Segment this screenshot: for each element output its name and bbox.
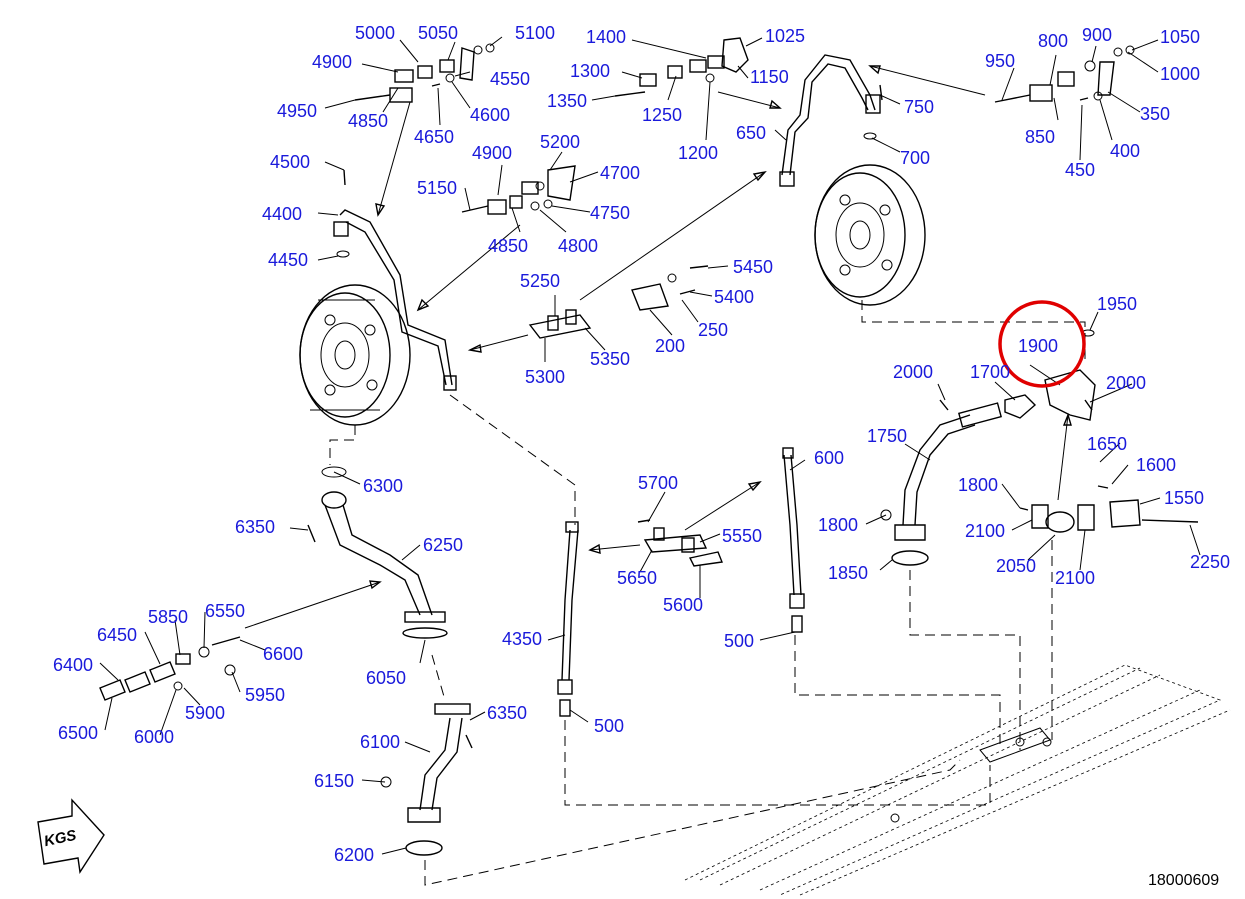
callout-5950[interactable]: 5950 (245, 685, 286, 705)
callout-5150[interactable]: 5150 (417, 178, 458, 198)
callout-4600[interactable]: 4600 (470, 105, 511, 125)
callout-5550[interactable]: 5550 (722, 526, 763, 546)
callout-5700[interactable]: 5700 (638, 473, 679, 493)
kgs-direction-badge (37, 798, 105, 874)
callout-6250[interactable]: 6250 (423, 535, 464, 555)
callout-4900-mid[interactable]: 4900 (472, 143, 513, 163)
callout-400[interactable]: 400 (1110, 141, 1141, 161)
callout-4650[interactable]: 4650 (414, 127, 455, 147)
callout-4800[interactable]: 4800 (558, 236, 599, 256)
callout-5050[interactable]: 5050 (418, 23, 459, 43)
callout-5850[interactable]: 5850 (148, 607, 189, 627)
callout-4750[interactable]: 4750 (590, 203, 631, 223)
callout-4350[interactable]: 4350 (502, 629, 543, 649)
leader-lines (99, 36, 1201, 855)
callout-5350[interactable]: 5350 (590, 349, 631, 369)
callout-6350-lower[interactable]: 6350 (487, 703, 528, 723)
callout-6450[interactable]: 6450 (97, 625, 138, 645)
callout-6150[interactable]: 6150 (314, 771, 355, 791)
callout-700[interactable]: 700 (900, 148, 931, 168)
callout-4950[interactable]: 4950 (277, 101, 318, 121)
callout-6300[interactable]: 6300 (363, 476, 404, 496)
callout-4500[interactable]: 4500 (270, 152, 311, 172)
callout-6100[interactable]: 6100 (360, 732, 401, 752)
callout-6050[interactable]: 6050 (366, 668, 407, 688)
callout-2100-right[interactable]: 2100 (1055, 568, 1096, 588)
callout-900[interactable]: 900 (1082, 25, 1113, 45)
callout-5450[interactable]: 5450 (733, 257, 774, 277)
callout-750[interactable]: 750 (904, 97, 935, 117)
callout-1025[interactable]: 1025 (765, 26, 806, 46)
callout-4850-mid[interactable]: 4850 (488, 236, 529, 256)
callout-1750[interactable]: 1750 (867, 426, 908, 446)
callout-6500[interactable]: 6500 (58, 723, 99, 743)
callout-450[interactable]: 450 (1065, 160, 1096, 180)
left-fan-clutch (299, 284, 411, 426)
frame-rail (684, 664, 1231, 896)
callout-2000-left[interactable]: 2000 (893, 362, 934, 382)
callout-2000-right[interactable]: 2000 (1106, 373, 1147, 393)
callout-1950[interactable]: 1950 (1097, 294, 1138, 314)
callout-1400[interactable]: 1400 (586, 27, 627, 47)
callout-4850[interactable]: 4850 (348, 111, 389, 131)
callout-5100[interactable]: 5100 (515, 23, 556, 43)
hidden-lines (329, 300, 1086, 886)
callout-5200[interactable]: 5200 (540, 132, 581, 152)
flow-arrows (244, 65, 1072, 629)
callout-1650[interactable]: 1650 (1087, 434, 1128, 454)
callout-2050[interactable]: 2050 (996, 556, 1037, 576)
callout-5000[interactable]: 5000 (355, 23, 396, 43)
callout-1700[interactable]: 1700 (970, 362, 1011, 382)
callout-950[interactable]: 950 (985, 51, 1016, 71)
callout-600[interactable]: 600 (814, 448, 845, 468)
callout-6600[interactable]: 6600 (263, 644, 304, 664)
callout-500-right[interactable]: 500 (724, 631, 755, 651)
callout-250[interactable]: 250 (698, 320, 729, 340)
callout-4400[interactable]: 4400 (262, 204, 303, 224)
callout-1550[interactable]: 1550 (1164, 488, 1205, 508)
callout-200[interactable]: 200 (655, 336, 686, 356)
highlight-circle (998, 300, 1086, 388)
callout-4550[interactable]: 4550 (490, 69, 531, 89)
callout-6400[interactable]: 6400 (53, 655, 94, 675)
callout-1150[interactable]: 1150 (750, 67, 789, 87)
callout-6000[interactable]: 6000 (134, 727, 175, 747)
callout-4700[interactable]: 4700 (600, 163, 641, 183)
callout-1300[interactable]: 1300 (570, 61, 611, 81)
callout-1800-lower[interactable]: 1800 (818, 515, 859, 535)
callout-1900[interactable]: 1900 (1018, 336, 1059, 356)
callout-1600[interactable]: 1600 (1136, 455, 1177, 475)
right-fan-clutch (814, 164, 926, 306)
callout-500-left[interactable]: 500 (594, 716, 625, 736)
callout-1350[interactable]: 1350 (547, 91, 588, 111)
callout-1050[interactable]: 1050 (1160, 27, 1201, 47)
callout-1800-upper[interactable]: 1800 (958, 475, 999, 495)
callout-6550[interactable]: 6550 (205, 601, 246, 621)
callout-1250[interactable]: 1250 (642, 105, 683, 125)
callout-5250[interactable]: 5250 (520, 271, 561, 291)
callout-2250[interactable]: 2250 (1190, 552, 1231, 572)
callout-5650[interactable]: 5650 (617, 568, 658, 588)
callout-650[interactable]: 650 (736, 123, 767, 143)
pipes (321, 54, 1096, 856)
callout-1000[interactable]: 1000 (1160, 64, 1201, 84)
hardware (99, 37, 1199, 788)
callout-2100-left[interactable]: 2100 (965, 521, 1006, 541)
callout-5400[interactable]: 5400 (714, 287, 755, 307)
callout-5300[interactable]: 5300 (525, 367, 566, 387)
callout-5600[interactable]: 5600 (663, 595, 704, 615)
callout-1200[interactable]: 1200 (678, 143, 719, 163)
drawing-reference-number: 18000609 (1148, 872, 1220, 889)
callout-800[interactable]: 800 (1038, 31, 1069, 51)
callout-6200[interactable]: 6200 (334, 845, 375, 865)
callout-5900[interactable]: 5900 (185, 703, 226, 723)
callout-850[interactable]: 850 (1025, 127, 1056, 147)
callout-6350-upper[interactable]: 6350 (235, 517, 276, 537)
callout-4450[interactable]: 4450 (268, 250, 309, 270)
callout-4900[interactable]: 4900 (312, 52, 353, 72)
callout-1850[interactable]: 1850 (828, 563, 869, 583)
callout-350[interactable]: 350 (1140, 104, 1171, 124)
